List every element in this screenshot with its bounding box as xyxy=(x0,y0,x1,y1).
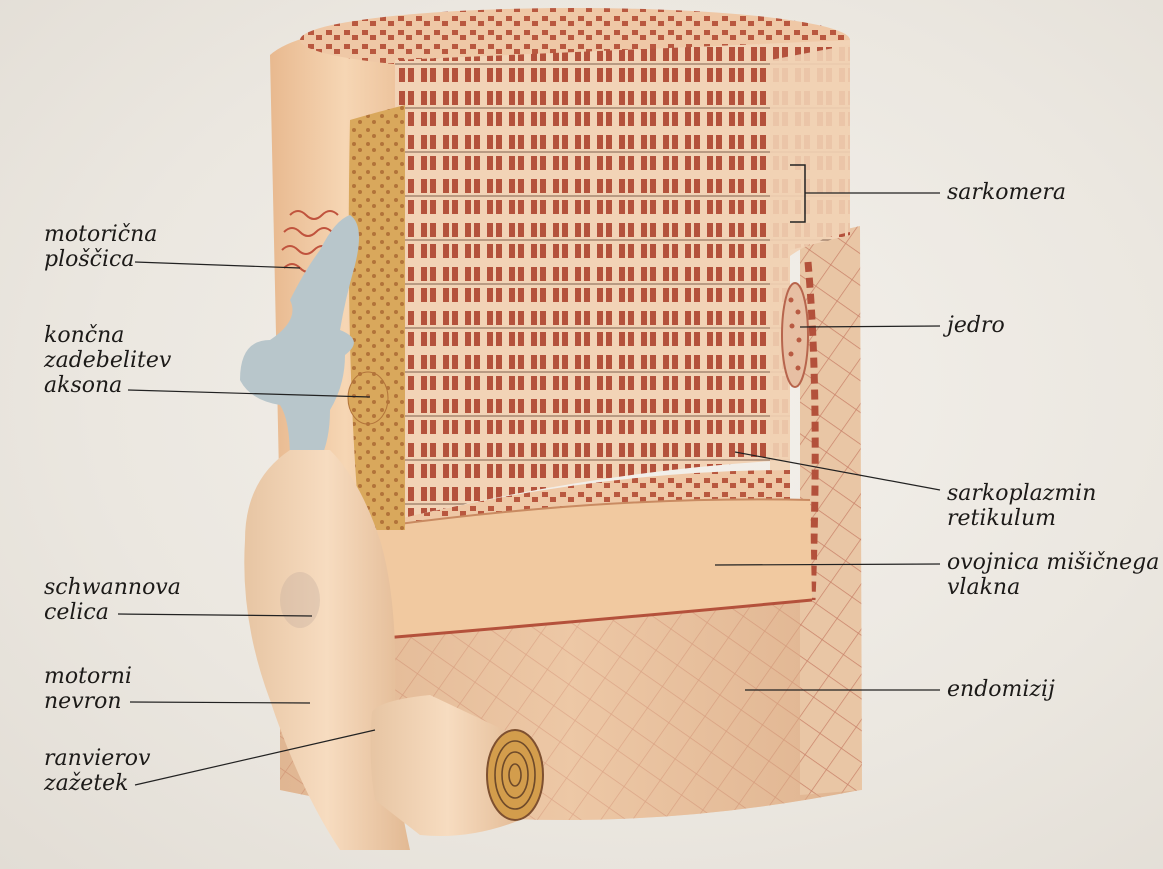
label-fiber-sheath: ovojnica mišičnega vlakna xyxy=(947,550,1159,600)
label-sarcomere: sarkomera xyxy=(947,180,1066,205)
nucleus xyxy=(782,283,808,387)
label-sarcoplasmic-reticulum: sarkoplazmin retikulum xyxy=(947,481,1096,531)
label-motor-end-plate: motorična ploščica xyxy=(44,222,157,272)
label-nucleus: jedro xyxy=(947,313,1005,338)
label-motor-neuron: motorni nevron xyxy=(44,664,132,714)
sarcoplasm-strip xyxy=(349,105,405,530)
label-schwann-cell: schwannova celica xyxy=(44,575,181,625)
schwann-nucleus-shadow xyxy=(280,572,320,628)
axon-terminal-bulb xyxy=(348,372,388,424)
label-endomysium: endomizij xyxy=(947,677,1055,702)
label-axon-terminal: končna zadebelitev aksona xyxy=(44,323,171,398)
label-ranvier-node: ranvierov zažetek xyxy=(44,746,150,796)
